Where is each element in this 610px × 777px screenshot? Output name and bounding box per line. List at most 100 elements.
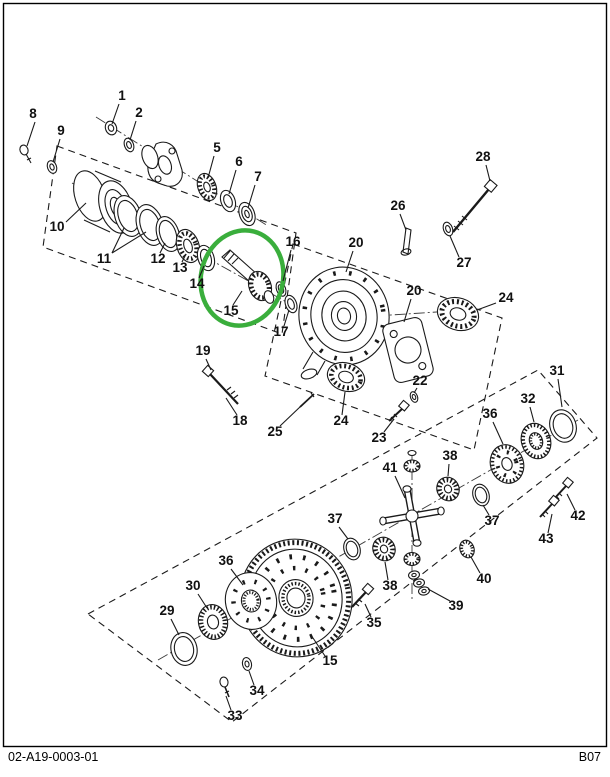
callout-leader-36 xyxy=(492,421,504,445)
centerline-carrier xyxy=(299,308,483,322)
part-17-ring xyxy=(284,294,298,314)
part-22-washer xyxy=(409,391,419,403)
callout-leader-8 xyxy=(26,121,36,147)
callout-label-36: 36 xyxy=(482,406,498,421)
part-2-washer xyxy=(123,137,135,153)
part-7-seal xyxy=(238,201,256,227)
callout-leader-24 xyxy=(341,391,346,416)
part-36-hub xyxy=(224,572,278,630)
part-19-bolt xyxy=(201,364,239,405)
callout-leader-23 xyxy=(383,418,395,433)
callout-label-41: 41 xyxy=(382,460,398,475)
part-32-gear xyxy=(520,422,552,460)
callout-label-24: 24 xyxy=(498,290,514,305)
callout-label-18: 18 xyxy=(232,413,248,428)
callout-leader-35 xyxy=(364,603,372,618)
group-box-pinion-assembly xyxy=(42,145,297,335)
callout-leader-24 xyxy=(476,302,497,311)
callout-label-2: 2 xyxy=(135,105,143,120)
callout-leader-33 xyxy=(225,695,232,711)
part-43-bolt xyxy=(539,494,561,518)
part-9-washer xyxy=(46,160,58,174)
callout-label-22: 22 xyxy=(412,373,427,388)
callout-label-14: 14 xyxy=(189,276,205,291)
callout-leader-37 xyxy=(482,504,490,516)
callout-label-29: 29 xyxy=(159,603,174,618)
frame-border xyxy=(2,2,608,748)
callout-label-37: 37 xyxy=(327,511,342,526)
callout-label-10: 10 xyxy=(49,219,64,234)
callout-leader-38 xyxy=(447,463,450,477)
callout-leader-32 xyxy=(529,406,535,423)
callout-leader-34 xyxy=(248,670,255,686)
drawing-number: 02-A19-0003-01 xyxy=(8,750,99,764)
callout-label-23: 23 xyxy=(371,430,387,445)
callout-label-15: 15 xyxy=(223,303,239,318)
callout-label-26: 26 xyxy=(390,198,406,213)
group-box-carrier-assembly xyxy=(264,243,503,451)
part-13-bearing xyxy=(175,228,201,264)
part-20-bearing-cap xyxy=(382,316,434,384)
part-24-bearing-cup xyxy=(326,361,366,393)
part-25-pin xyxy=(299,392,315,408)
part-20-carrier xyxy=(298,266,390,380)
callout-label-38: 38 xyxy=(442,448,458,463)
part-40-bushing xyxy=(459,539,475,559)
callout-leader-6 xyxy=(228,169,237,195)
callout-label-24: 24 xyxy=(333,413,349,428)
part-37-thrust-washer-left xyxy=(343,537,361,561)
callout-label-39: 39 xyxy=(448,598,463,613)
callout-leader-42 xyxy=(566,493,576,511)
callout-leader-17 xyxy=(283,309,290,327)
callout-leader-30 xyxy=(197,593,208,609)
callout-label-7: 7 xyxy=(254,169,262,184)
callout-label-35: 35 xyxy=(366,615,382,630)
callout-leader-2 xyxy=(129,120,137,141)
part-30-gear xyxy=(197,604,229,640)
callout-label-30: 30 xyxy=(185,578,200,593)
part-5-bearing xyxy=(196,172,218,202)
part-8-screw xyxy=(19,144,32,164)
callout-label-12: 12 xyxy=(150,251,165,266)
part-26-lock-strap xyxy=(400,227,412,256)
callout-label-19: 19 xyxy=(195,343,210,358)
callout-label-17: 17 xyxy=(273,324,288,339)
part-38-pinion-gear-lower xyxy=(372,536,396,562)
part-11-shim-a xyxy=(113,195,143,237)
callout-leader-25 xyxy=(279,405,302,427)
part-31-ring xyxy=(549,409,577,443)
callout-label-34: 34 xyxy=(249,683,265,698)
callout-leader-16 xyxy=(282,249,292,282)
callout-leader-15 xyxy=(232,290,243,306)
callout-leader-14 xyxy=(198,265,205,279)
part-42-bolt xyxy=(553,476,575,500)
callout-label-15: 15 xyxy=(322,653,338,668)
callout-leader-41 xyxy=(394,475,406,499)
callout-leader-39 xyxy=(427,588,451,602)
callout-label-37: 37 xyxy=(484,513,499,528)
callout-leader-5 xyxy=(207,155,215,179)
callout-leader-20 xyxy=(345,250,354,273)
part-23-bolt xyxy=(388,399,411,422)
callout-label-13: 13 xyxy=(172,260,188,275)
callout-label-33: 33 xyxy=(227,708,243,723)
callout-leader-11 xyxy=(111,227,125,254)
callout-label-38: 38 xyxy=(382,578,398,593)
callout-leader-10 xyxy=(65,202,87,223)
callout-leader-27 xyxy=(449,235,460,258)
group-box-differential-assembly xyxy=(86,369,598,723)
part-24-bearing-cone xyxy=(436,296,480,332)
callout-leader-7 xyxy=(247,184,256,209)
part-38-pinion-gear-upper xyxy=(436,476,460,502)
part-34-washer xyxy=(241,657,253,671)
callout-leader-40 xyxy=(470,556,481,574)
part-27-washer xyxy=(442,221,454,237)
callout-leader-20 xyxy=(403,298,412,323)
callout-label-28: 28 xyxy=(475,149,491,164)
callout-leader-12 xyxy=(159,242,166,254)
callout-leader-18 xyxy=(225,397,238,416)
drive-yoke-drawing xyxy=(141,141,183,187)
callout-label-25: 25 xyxy=(267,424,283,439)
